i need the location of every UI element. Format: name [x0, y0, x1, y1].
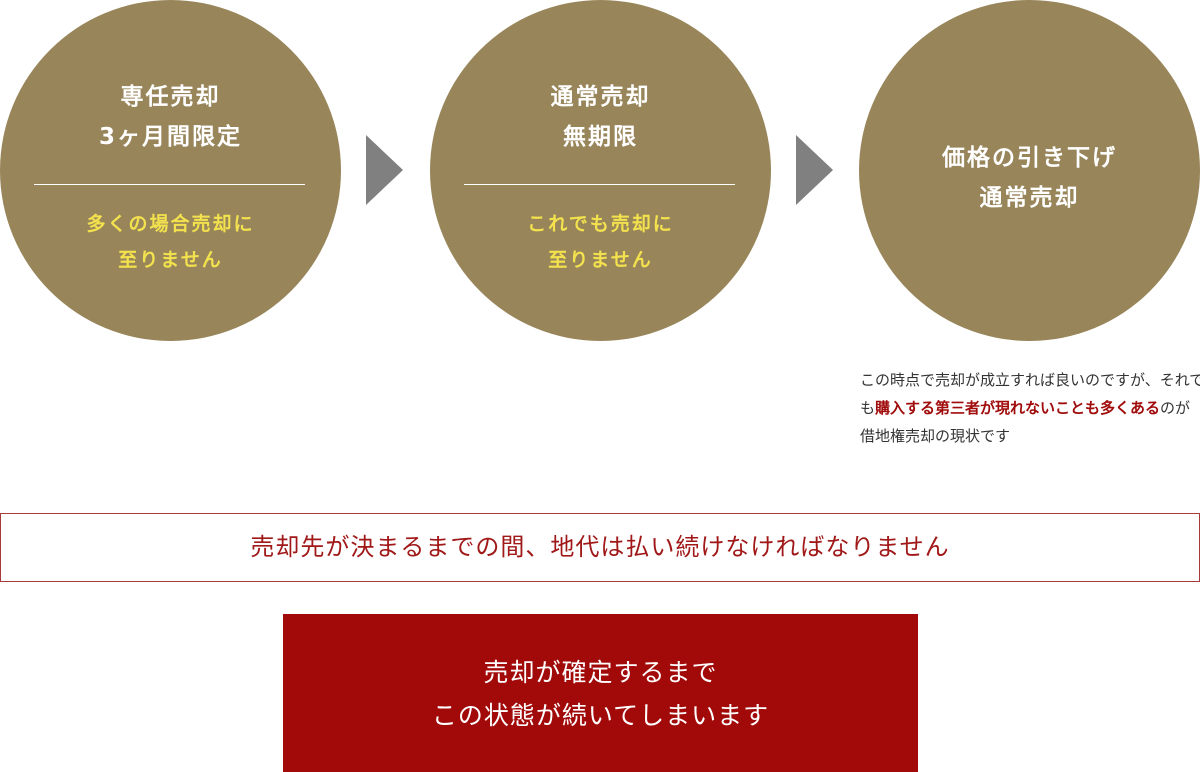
divider	[464, 184, 735, 185]
divider	[34, 184, 305, 185]
step-circle-price-reduction: 価格の引き下げ通常売却	[859, 0, 1200, 341]
conclusion-box: 売却が確定するまで この状態が続いてしまいます	[283, 614, 918, 772]
status-note: この時点で売却が成立すれば良いのですが、それでも購入する第三者が現れないことも多…	[860, 366, 1200, 450]
title-line: 価格の引き下げ	[942, 145, 1117, 171]
step-circle-normal-sale: 通常売却無期限 これでも売却に至りません	[430, 0, 771, 341]
result-line: これでも売却に	[527, 213, 674, 235]
arrow-right-icon	[796, 135, 833, 205]
title-line: 通常売却	[979, 185, 1080, 211]
conclusion-line: この状態が続いてしまいます	[431, 701, 770, 730]
note-highlight: 購入する第三者が現れないことも多くある	[875, 399, 1161, 417]
result-line: 多くの場合売却に	[86, 213, 255, 235]
note-text: のが借地権売却の現状です	[860, 399, 1191, 445]
conclusion-line: 売却が確定するまで	[483, 658, 718, 687]
step-result: これでも売却に至りません	[430, 206, 771, 278]
title-line: 専任売却	[120, 84, 221, 110]
ground-rent-banner: 売却先が決まるまでの間、地代は払い続けなければなりません	[0, 513, 1200, 582]
result-line: 至りません	[548, 249, 653, 271]
title-line: 無期限	[563, 124, 638, 150]
arrow-right-icon	[366, 135, 403, 205]
step-title: 専任売却 3ヶ月間限定	[0, 77, 341, 157]
result-line: 至りません	[118, 249, 223, 271]
title-line: 3ヶ月間限定	[98, 124, 242, 150]
step-circle-exclusive-sale: 専任売却 3ヶ月間限定 多くの場合売却に至りません	[0, 0, 341, 341]
note-text: この時点で売却が成立すれば良いのですが、それでも	[860, 371, 1200, 417]
step-title: 通常売却無期限	[430, 77, 771, 157]
step-result: 多くの場合売却に至りません	[0, 206, 341, 278]
title-line: 通常売却	[550, 84, 651, 110]
step-title: 価格の引き下げ通常売却	[859, 138, 1200, 218]
